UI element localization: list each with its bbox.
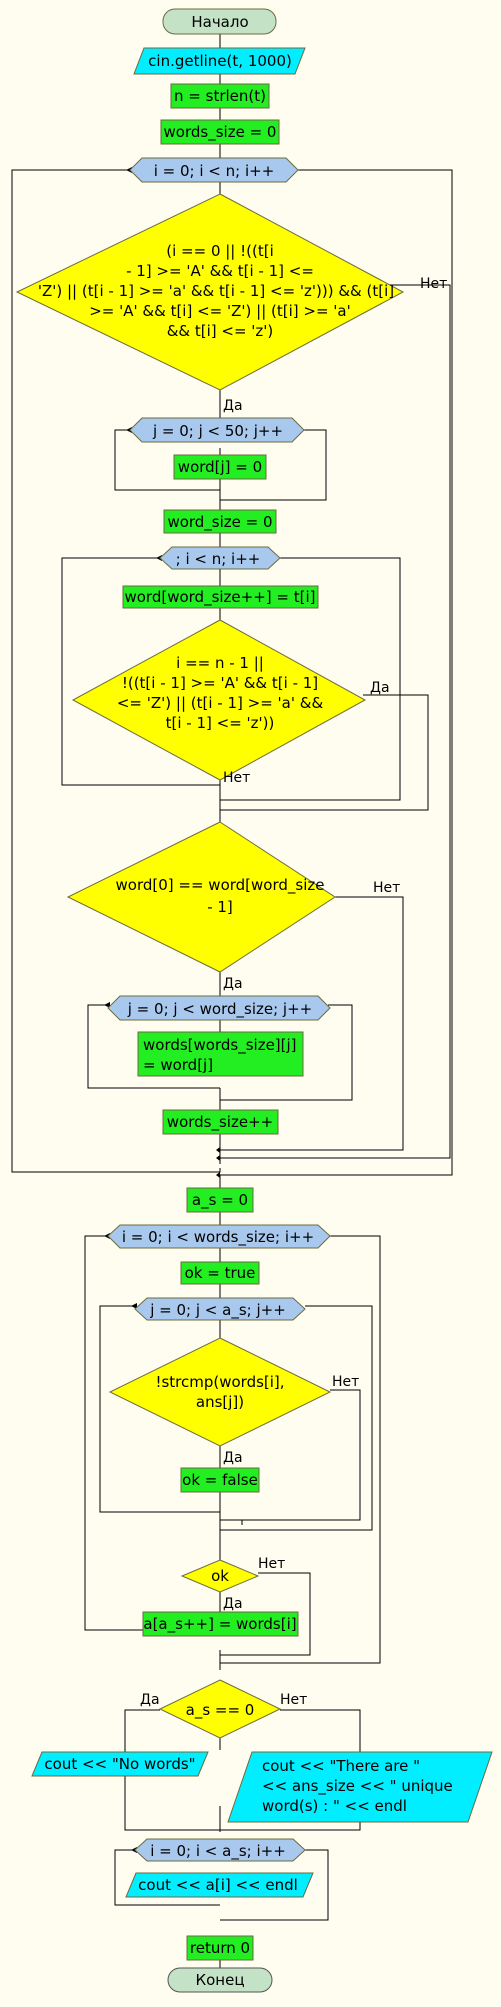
svg-text:cout << "There are ": cout << "There are "	[262, 1757, 420, 1775]
svg-text:word(s) : " << endl: word(s) : " << endl	[262, 1797, 407, 1815]
loop-outer-i: i = 0; i < n; i++	[129, 157, 299, 183]
process-words-size-inc: words_size++	[162, 1109, 279, 1135]
output-no-words: cout << "No words"	[31, 1751, 209, 1777]
svg-text:- 1] >= 'A' && t[i - 1] <=: - 1] >= 'A' && t[i - 1] <=	[126, 262, 314, 280]
loop-i-as: i = 0; i < a_s; i++	[134, 1838, 306, 1862]
decision-strcmp: !strcmp(words[i], ans[j])	[108, 1337, 332, 1447]
svg-text:words_size++: words_size++	[167, 1113, 273, 1132]
svg-text:!((t[i - 1] >= 'A' && t[i - 1]: !((t[i - 1] >= 'A' && t[i - 1]	[122, 674, 318, 692]
start-label: Начало	[191, 13, 248, 31]
process-ok-true: ok = true	[180, 1261, 260, 1285]
decision-word-end: i == n - 1 || !((t[i - 1] >= 'A' && t[i …	[71, 619, 367, 781]
loop-inner-i: ; i < n; i++	[159, 546, 281, 570]
process-word-j-zero: word[j] = 0	[173, 454, 267, 480]
loop-i-words: i = 0; i < words_size; i++	[107, 1224, 331, 1249]
svg-text:!strcmp(words[i],: !strcmp(words[i],	[155, 1373, 284, 1391]
process-ok-false: ok = false	[180, 1467, 260, 1493]
svg-text:a[a_s++] = words[i]: a[a_s++] = words[i]	[143, 1615, 296, 1634]
svg-text:return 0: return 0	[190, 1939, 250, 1957]
decision-a-s-zero: a_s == 0	[158, 1679, 282, 1739]
svg-text:ok: ok	[211, 1567, 229, 1585]
decision-ok: ok	[180, 1559, 260, 1593]
svg-text:ans[j]): ans[j])	[196, 1393, 244, 1411]
start-terminator: Начало	[162, 8, 277, 35]
connector-marks	[104, 167, 220, 1853]
svg-text:words[words_size][j]: words[words_size][j]	[143, 1036, 297, 1055]
svg-text:i = 0; i < a_s; i++: i = 0; i < a_s; i++	[150, 1842, 286, 1861]
process-word-size-init: word_size = 0	[163, 509, 277, 534]
output-there-are: cout << "There are " << ans_size << " un…	[227, 1751, 493, 1823]
branch-label-no: Нет	[332, 1374, 359, 1390]
loop-j-word: j = 0; j < word_size; j++	[107, 995, 331, 1021]
end-label: Конец	[195, 1971, 244, 1989]
process-a-s-init: a_s = 0	[186, 1187, 254, 1213]
process-ans-push: a[a_s++] = words[i]	[142, 1611, 299, 1637]
svg-text:word[word_size++] = t[i]: word[word_size++] = t[i]	[124, 588, 315, 607]
svg-text:j = 0; j < 50; j++: j = 0; j < 50; j++	[152, 422, 283, 440]
loop-j-as: j = 0; j < a_s; j++	[134, 1297, 306, 1321]
decision-word-cmp: word[0] == word[word_size - 1]	[66, 821, 336, 973]
branch-label-no: Нет	[258, 1556, 285, 1572]
svg-text:<< ans_size << " unique: << ans_size << " unique	[262, 1777, 453, 1796]
svg-text:n = strlen(t): n = strlen(t)	[174, 87, 266, 105]
svg-text:(i == 0 || !((t[i: (i == 0 || !((t[i	[166, 242, 274, 260]
svg-text:>= 'A' && t[i] <= 'Z') || (t[i: >= 'A' && t[i] <= 'Z') || (t[i] >= 'a'	[89, 302, 351, 320]
svg-text:- 1]: - 1]	[207, 898, 233, 916]
svg-text:j = 0; j < a_s; j++: j = 0; j < a_s; j++	[149, 1301, 286, 1320]
svg-text:word[j] = 0: word[j] = 0	[178, 458, 262, 476]
svg-text:words_size = 0: words_size = 0	[164, 123, 277, 142]
svg-text:i == n - 1 ||: i == n - 1 ||	[176, 654, 264, 672]
svg-text:cout << "No words": cout << "No words"	[44, 1755, 195, 1773]
svg-text:j = 0; j < word_size; j++: j = 0; j < word_size; j++	[127, 1000, 313, 1019]
input-label: cin.getline(t, 1000)	[148, 52, 292, 70]
branch-label-no: Нет	[373, 880, 400, 896]
branch-label-no: Нет	[420, 276, 447, 292]
branch-label-no: Нет	[280, 1692, 307, 1708]
svg-text:<= 'Z') || (t[i - 1] >= 'a' &&: <= 'Z') || (t[i - 1] >= 'a' &&	[117, 694, 324, 712]
end-terminator: Конец	[167, 1967, 273, 1993]
branch-label-yes: Да	[223, 1450, 243, 1466]
input-block: cin.getline(t, 1000)	[133, 47, 306, 75]
loop-j-50: j = 0; j < 50; j++	[129, 417, 305, 443]
svg-text:ok = true: ok = true	[185, 1264, 256, 1282]
svg-text:i = 0; i < words_size; i++: i = 0; i < words_size; i++	[122, 1228, 314, 1247]
svg-text:word[0] == word[word_size: word[0] == word[word_size	[116, 876, 325, 895]
branch-label-yes: Да	[223, 976, 243, 992]
svg-text:word_size = 0: word_size = 0	[167, 513, 272, 532]
svg-text:t[i - 1] <= 'z')): t[i - 1] <= 'z'))	[166, 714, 275, 732]
branch-label-yes: Да	[223, 1596, 243, 1612]
output-print-ans: cout << a[i] << endl	[125, 1872, 314, 1898]
branch-label-no: Нет	[223, 770, 250, 786]
process-return0: return 0	[186, 1935, 254, 1961]
svg-text:&& t[i] <= 'z'): && t[i] <= 'z')	[167, 322, 274, 340]
process-word-append: word[word_size++] = t[i]	[122, 585, 319, 609]
process-n-strlen: n = strlen(t)	[170, 83, 270, 109]
svg-text:a_s == 0: a_s == 0	[186, 1701, 255, 1720]
svg-text:a_s = 0: a_s = 0	[192, 1191, 248, 1210]
process-words-size-init: words_size = 0	[160, 119, 280, 145]
branch-label-yes: Да	[370, 680, 390, 696]
branch-label-yes: Да	[140, 1692, 160, 1708]
svg-text:= word[j]: = word[j]	[143, 1056, 213, 1074]
svg-text:ok = false: ok = false	[182, 1471, 258, 1489]
process-words-copy: words[words_size][j] = word[j]	[137, 1031, 304, 1077]
svg-text:cout << a[i] << endl: cout << a[i] << endl	[138, 1876, 298, 1894]
branch-label-yes: Да	[223, 398, 243, 414]
connector-lines	[11, 24, 453, 1992]
decision-word-start: (i == 0 || !((t[i - 1] >= 'A' && t[i - 1…	[15, 193, 405, 391]
svg-text:i = 0; i < n; i++: i = 0; i < n; i++	[154, 162, 275, 180]
svg-text:'Z') || (t[i - 1] >= 'a' && t[: 'Z') || (t[i - 1] >= 'a' && t[i - 1] <= …	[38, 282, 394, 300]
svg-text:; i < n; i++: ; i < n; i++	[176, 550, 261, 568]
